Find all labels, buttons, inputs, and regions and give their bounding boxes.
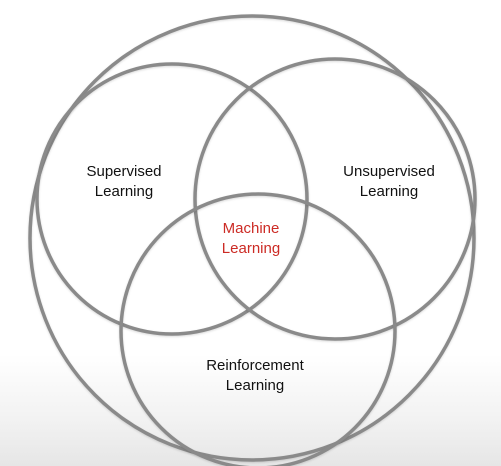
reinforcement-learning-circle — [119, 192, 397, 466]
reinforcement-label-line-1: Reinforcement — [206, 357, 304, 374]
outer-circle — [28, 14, 476, 462]
unsupervised-label-line-1: Unsupervised — [343, 163, 435, 180]
reinforcement-label-line-2: Learning — [225, 377, 285, 394]
machine-learning-label-line-1: Machine — [222, 220, 280, 237]
supervised-label-line-1: Supervised — [86, 163, 162, 180]
unsupervised-learning-label: Unsupervised Learning — [324, 162, 454, 202]
supervised-learning-label: Supervised Learning — [64, 162, 184, 202]
reinforcement-learning-label: Reinforcement Learning — [180, 356, 330, 396]
machine-learning-label-line-2: Learning — [221, 240, 281, 257]
unsupervised-learning-circle — [193, 57, 477, 341]
unsupervised-label-line-2: Learning — [359, 183, 419, 200]
supervised-learning-circle — [35, 62, 309, 336]
machine-learning-label: Machine Learning — [196, 219, 306, 259]
supervised-label-line-2: Learning — [94, 183, 154, 200]
